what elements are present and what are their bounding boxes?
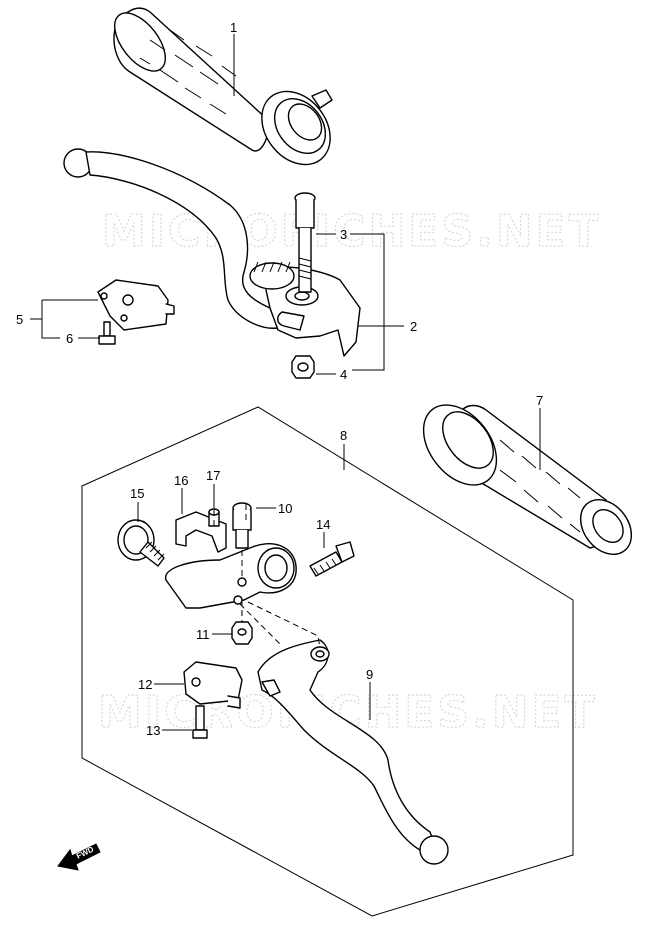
callout-14: 14: [316, 517, 330, 532]
leader-lines: [30, 34, 541, 731]
clutch-lever: [257, 639, 449, 865]
pivot-bolt: [294, 192, 316, 293]
callout-9: 9: [366, 667, 373, 682]
brake-lever-front: [63, 148, 361, 357]
holder-bolt: [309, 541, 355, 577]
lever-nut: [291, 355, 315, 379]
callout-12: 12: [138, 677, 152, 692]
clutch-pivot-bolt: [232, 502, 252, 549]
switch-screw: [98, 321, 116, 345]
assembly-guide-lines: [213, 500, 321, 649]
switch-screw-clutch: [192, 705, 208, 739]
clutch-adjuster: [117, 519, 165, 567]
callout-7: 7: [536, 393, 543, 408]
throttle-grip: [113, 7, 333, 166]
clutch-lever-nut: [231, 621, 253, 645]
callout-10: 10: [278, 501, 292, 516]
callout-4: 4: [340, 367, 347, 382]
clutch-switch: [183, 661, 243, 709]
assembly-outline: [81, 406, 574, 917]
handlebar-grip-left: [422, 404, 633, 555]
callout-15: 15: [130, 486, 144, 501]
callout-8: 8: [340, 428, 347, 443]
callout-13: 13: [146, 723, 160, 738]
callout-17: 17: [206, 468, 220, 483]
callout-3: 3: [340, 227, 347, 242]
clutch-holder: [165, 543, 297, 609]
callout-5: 5: [16, 312, 23, 327]
callout-16: 16: [174, 473, 188, 488]
callout-2: 2: [410, 319, 417, 334]
callout-1: 1: [230, 20, 237, 35]
callout-11: 11: [196, 627, 210, 642]
front-stop-switch: [97, 279, 175, 331]
callout-6: 6: [66, 331, 73, 346]
fwd-arrow-icon: FWD: [57, 843, 101, 871]
watermark-top: MICROFICHES.NET: [102, 206, 602, 257]
